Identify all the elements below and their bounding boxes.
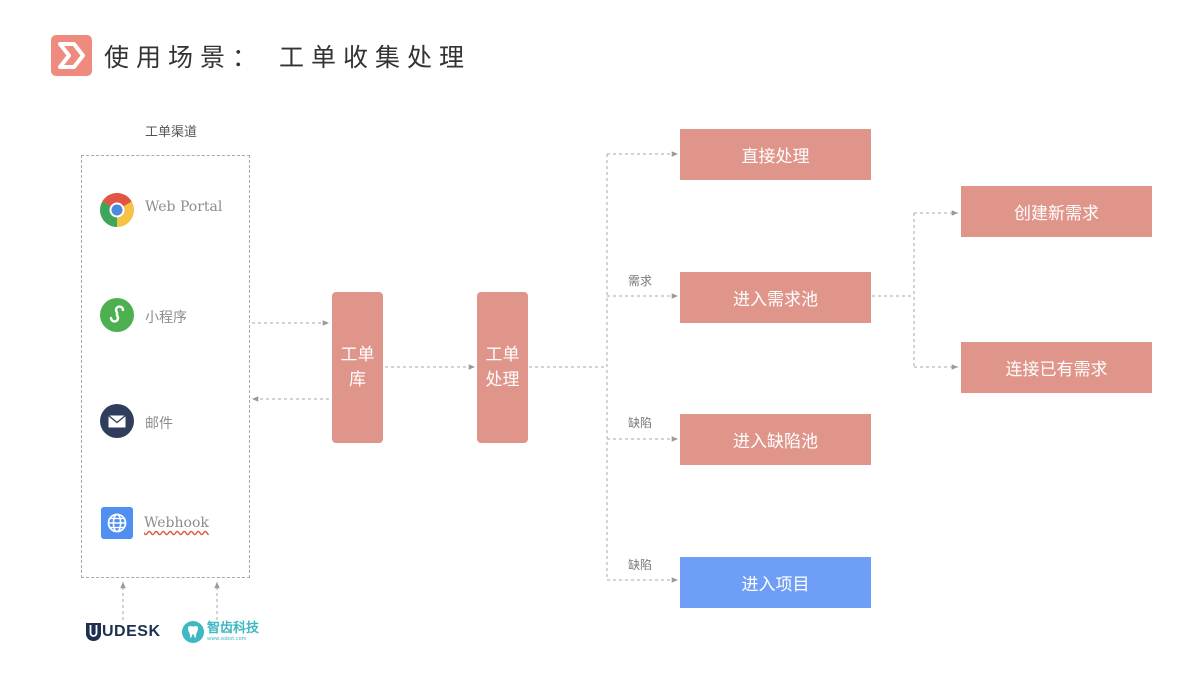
globe-icon: [101, 507, 133, 539]
sobot-name: 智齿科技: [207, 620, 260, 636]
udesk-shield-icon: [86, 623, 101, 641]
logo-icon: [58, 42, 85, 69]
udesk-logo: UDESK: [86, 623, 161, 641]
node-link-demand: 连接已有需求: [961, 342, 1152, 393]
tooth-icon: [182, 621, 204, 643]
edge-label-defect-2: 缺陷: [628, 558, 653, 572]
app-logo: [51, 35, 92, 76]
edge-label-demand: 需求: [628, 274, 653, 288]
udesk-text: UDESK: [102, 623, 161, 640]
node-ticket-process: 工单 处理: [477, 292, 528, 443]
channels-panel: [81, 155, 250, 578]
node-new-demand: 创建新需求: [961, 186, 1152, 237]
edge-label-defect-1: 缺陷: [628, 416, 653, 430]
channel-label-mini-program: 小程序: [145, 310, 187, 326]
node-direct: 直接处理: [680, 129, 871, 180]
chrome-icon: [100, 193, 134, 227]
mail-icon: [100, 404, 134, 438]
channels-title: 工单渠道: [145, 125, 198, 140]
sobot-url: www.sobot.com: [207, 635, 247, 642]
node-ticket-pool: 工单 库: [332, 292, 383, 443]
channel-label-webhook: Webhook: [144, 515, 209, 531]
mini-program-icon: [100, 298, 134, 332]
sobot-logo: 智齿科技 www.sobot.com: [182, 621, 259, 643]
channel-label-web-portal: Web Portal: [145, 199, 223, 215]
channel-label-mail: 邮件: [145, 416, 173, 432]
node-defect-pool: 进入缺陷池: [680, 414, 871, 465]
node-demand-pool: 进入需求池: [680, 272, 871, 323]
page-title: 使用场景： 工单收集处理: [104, 43, 471, 72]
node-project: 进入项目: [680, 557, 871, 608]
